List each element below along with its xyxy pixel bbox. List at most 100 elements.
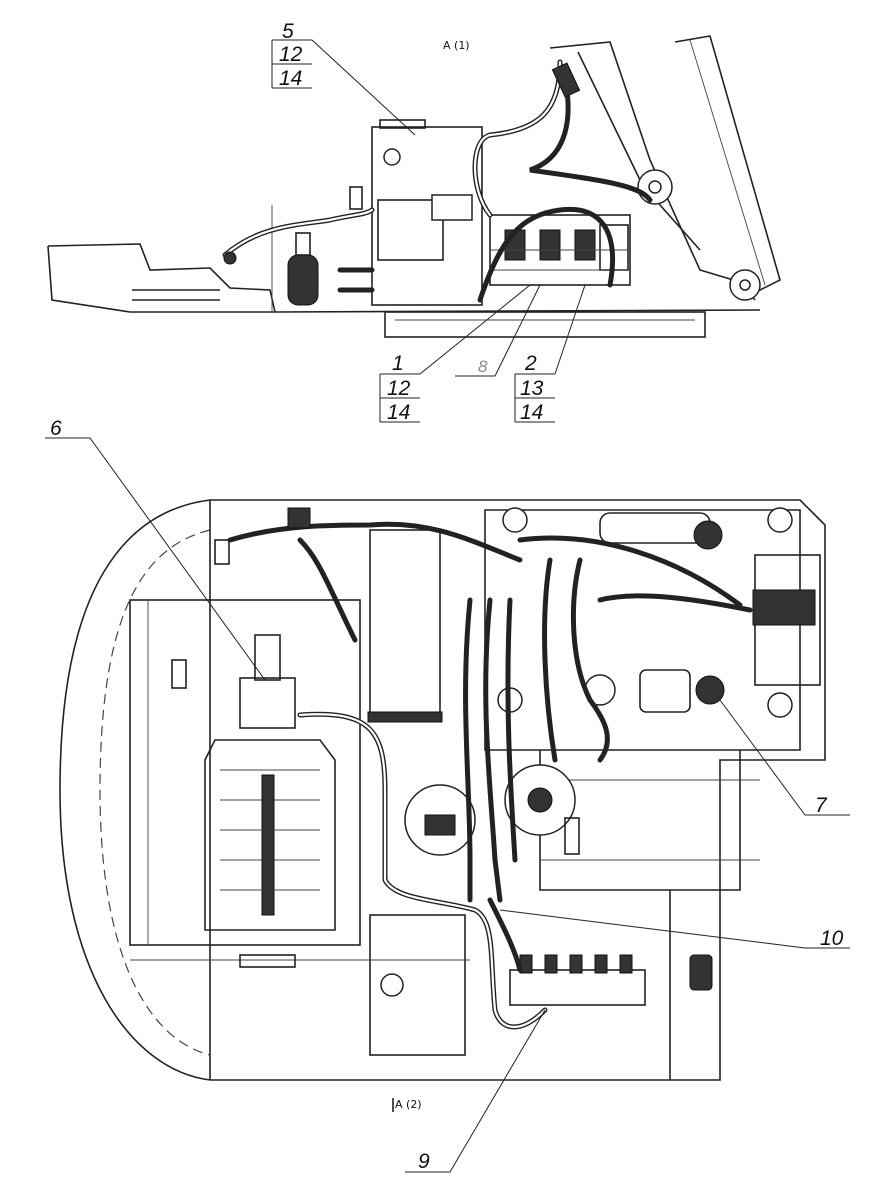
side-connector: [752, 589, 816, 626]
callout-9: 9: [405, 1009, 546, 1173]
hose-top: [227, 521, 523, 563]
side-frame-rails: [540, 779, 760, 861]
callout-6-num: 6: [50, 417, 62, 440]
dist-valve-2: [544, 954, 558, 974]
cylinder-outline: [674, 35, 781, 296]
hose-bundle-3: [505, 597, 518, 863]
callout-2-num: 2: [524, 352, 537, 375]
engine-mount: [239, 954, 296, 968]
tank-gauge: [383, 148, 401, 166]
view-a1: A (1): [47, 35, 781, 338]
tank-cap: [379, 119, 426, 129]
bolt-2: [767, 507, 793, 533]
swivel-center: [527, 787, 553, 813]
hose-bundle-2: [483, 597, 503, 903]
bracket-small: [564, 817, 580, 855]
cylinder-pivot-pin: [739, 279, 751, 291]
hose-valve-loop: [477, 206, 616, 303]
callout-8-leader: [455, 284, 541, 377]
platform-outline: [47, 243, 761, 313]
hose-left: [297, 537, 358, 643]
callout-7: 7: [719, 699, 850, 817]
callout-7-leader: [719, 699, 850, 816]
turret-plate: [484, 509, 801, 751]
rear-filter: [689, 954, 713, 991]
engine-head: [239, 677, 296, 729]
callout-5-frame: [271, 39, 312, 89]
hose-main-inner: [298, 713, 547, 1028]
platform-rails: [132, 289, 220, 301]
callout-5-sub1: 12: [279, 43, 303, 66]
callout-6-leader: [45, 437, 266, 681]
control-box: [639, 669, 691, 713]
callout-5-leader: [311, 39, 416, 136]
view-a1-title: A (1): [443, 39, 470, 52]
callout-9-leader: [405, 1009, 546, 1173]
valve-block-lines: [490, 249, 630, 271]
hose-bundle-5: [570, 557, 610, 763]
dist-valve-4: [594, 954, 608, 974]
callout-8-num: 8: [478, 357, 488, 376]
callout-5-num: 5: [282, 20, 294, 43]
turntable-base: [384, 311, 706, 338]
callout-5-sub2: 14: [279, 67, 302, 90]
fitting-corner: [214, 539, 230, 565]
counterweight-outer: [59, 499, 211, 1081]
callout-9-num: 9: [418, 1150, 430, 1173]
boom-pivot-pin: [648, 180, 662, 194]
callout-10: 10: [499, 909, 850, 950]
callout-1-leader: [419, 284, 531, 375]
engine-bay-lines: [130, 600, 470, 961]
tank-panel: [377, 199, 444, 261]
fitting-tank-top: [349, 186, 363, 210]
rear-tank-cap: [380, 973, 404, 997]
accumulator-neck: [295, 232, 311, 256]
engine-center: [261, 774, 275, 916]
bolt-1: [502, 507, 528, 533]
rear-tank: [369, 914, 466, 1056]
engine-bay: [129, 599, 361, 946]
tank-bottom-view: [369, 529, 441, 721]
fitting-left: [223, 251, 237, 265]
tank-filter: [431, 194, 473, 221]
callout-2: 2 13 14: [514, 284, 586, 424]
callout-1-sub1: 12: [387, 377, 411, 400]
hose-bundle-6: [517, 535, 743, 608]
engine-block: [204, 739, 336, 931]
counterweight-dashed: [99, 529, 211, 1056]
callout-2-sub2: 14: [520, 401, 543, 424]
cylinder-knob: [693, 520, 723, 550]
callout-1: 1 12 14: [379, 284, 531, 424]
callout-10-leader: [499, 909, 850, 949]
engine-shaft: [254, 634, 281, 681]
callout-10-num: 10: [820, 927, 844, 950]
accumulator: [287, 254, 319, 306]
callout-8: 8: [455, 284, 541, 377]
hose-bundle-4: [542, 557, 558, 763]
hose-to-distributor: [487, 897, 523, 973]
dist-valve-5: [619, 954, 633, 974]
hose-bundle-1: [463, 597, 473, 903]
view-a2-title: A (2): [395, 1098, 422, 1111]
bolt-4: [767, 692, 793, 718]
callout-1-sub2: 14: [387, 401, 410, 424]
frame-outline: [210, 499, 826, 1081]
side-frame: [539, 750, 741, 891]
callout-2-frame: [514, 373, 555, 423]
platform-front: [47, 245, 275, 313]
control-knob-7: [695, 675, 725, 705]
hose-bundle-7: [597, 593, 753, 613]
tank-base: [367, 711, 443, 723]
view-a2: A (2): [59, 499, 826, 1112]
callout-6: 6: [45, 417, 266, 681]
bottom-accumulator: [287, 507, 311, 529]
fitting-left-wall: [171, 659, 187, 689]
callout-1-frame: [379, 373, 420, 423]
valve-section-3: [574, 229, 596, 261]
callout-2-leader: [554, 284, 586, 375]
hose-boom-1: [472, 59, 563, 218]
cylinder-rod: [689, 39, 766, 286]
valve-section-2: [539, 229, 561, 261]
